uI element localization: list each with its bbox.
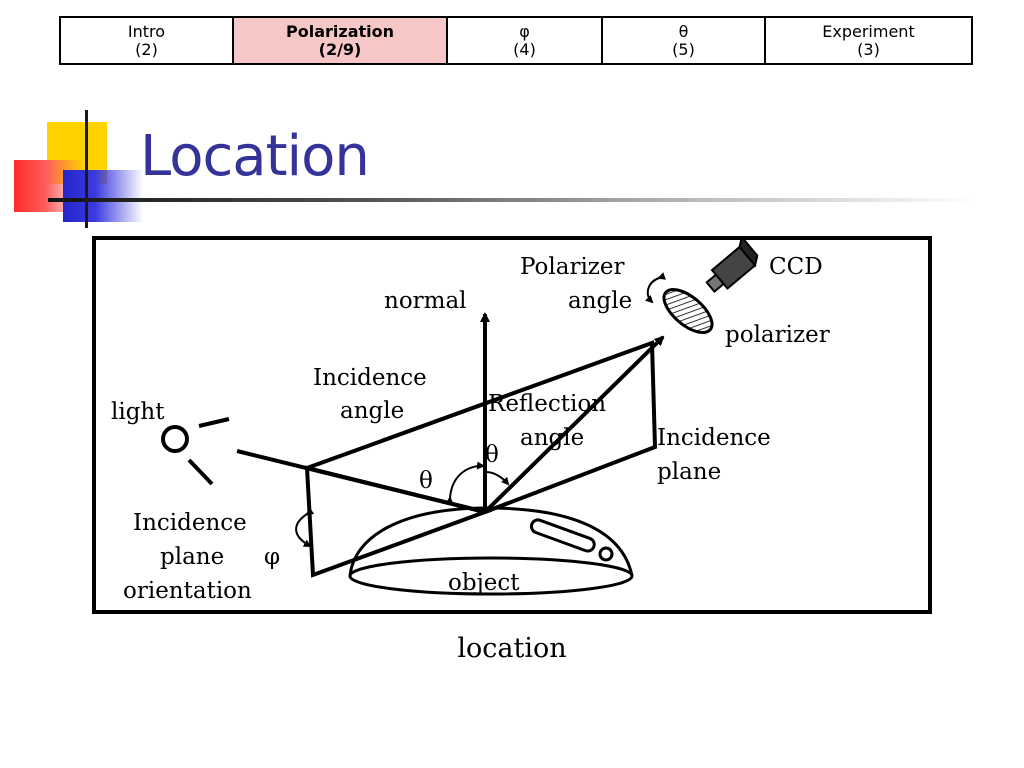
label-orientation-phi: φ: [264, 544, 280, 570]
nav-tab-phi[interactable]: φ (4): [446, 16, 603, 65]
label-incidence-angle-1: Incidence: [313, 365, 427, 391]
label-reflection-angle-2: angle: [520, 425, 584, 451]
label-polarizer: Polarizer: [520, 254, 625, 280]
nav-tab-polarization[interactable]: Polarization (2/9): [232, 16, 448, 65]
orientation-arc: [295, 507, 315, 547]
nav-tab-count: (2): [135, 39, 158, 59]
slide-title: Location: [140, 124, 370, 189]
nav-tab-label: Polarization: [286, 21, 394, 41]
reflection-angle-arc: [485, 471, 510, 486]
label-normal: normal: [384, 288, 467, 314]
nav-tab-count: (4): [513, 39, 536, 59]
label-reflection-angle-1: Reflection: [488, 391, 606, 417]
nav-tab-count: (5): [672, 39, 695, 59]
incident-ray: [236, 449, 486, 514]
nav-tab-label: Intro: [127, 21, 166, 41]
label-object: object: [448, 570, 520, 596]
nav-tab-count: (2/9): [318, 39, 362, 59]
label-orientation-3: orientation: [123, 578, 252, 604]
incidence-angle-arc: [445, 461, 485, 505]
label-light: light: [111, 399, 165, 425]
nav-tab-intro[interactable]: Intro (2): [59, 16, 234, 65]
decor-vertical-line: [85, 110, 88, 228]
decor-blue-square: [63, 170, 143, 222]
polarizer-angle-arc: [644, 272, 667, 304]
ccd-camera-icon: [705, 236, 759, 294]
location-diagram: Polarizer angle CCD normal polarizer Inc…: [92, 236, 932, 614]
light-bulb-icon: [161, 417, 230, 486]
section-nav: Intro (2) Polarization (2/9) φ (4) θ (5)…: [59, 16, 973, 65]
label-orientation-2: plane: [160, 544, 224, 570]
reflected-ray: [483, 335, 665, 514]
label-theta-incidence: θ: [419, 468, 433, 494]
nav-tab-count: (3): [857, 39, 880, 59]
label-polarizer-device: polarizer: [725, 322, 830, 348]
nav-tab-label: θ: [678, 21, 689, 41]
nav-tab-label: φ: [519, 21, 530, 41]
figure-caption: location: [457, 633, 567, 664]
title-underline: [48, 198, 978, 202]
label-polarizer-angle: angle: [568, 288, 632, 314]
label-theta-reflection: θ: [485, 442, 499, 468]
label-incidence-plane-2: plane: [657, 459, 721, 485]
nav-tab-experiment[interactable]: Experiment (3): [764, 16, 973, 65]
nav-tab-label: Experiment: [822, 21, 915, 41]
label-orientation-1: Incidence: [133, 510, 247, 536]
label-ccd: CCD: [769, 254, 823, 280]
nav-tab-theta[interactable]: θ (5): [601, 16, 766, 65]
label-incidence-angle-2: angle: [340, 398, 404, 424]
label-incidence-plane-1: Incidence: [657, 425, 771, 451]
